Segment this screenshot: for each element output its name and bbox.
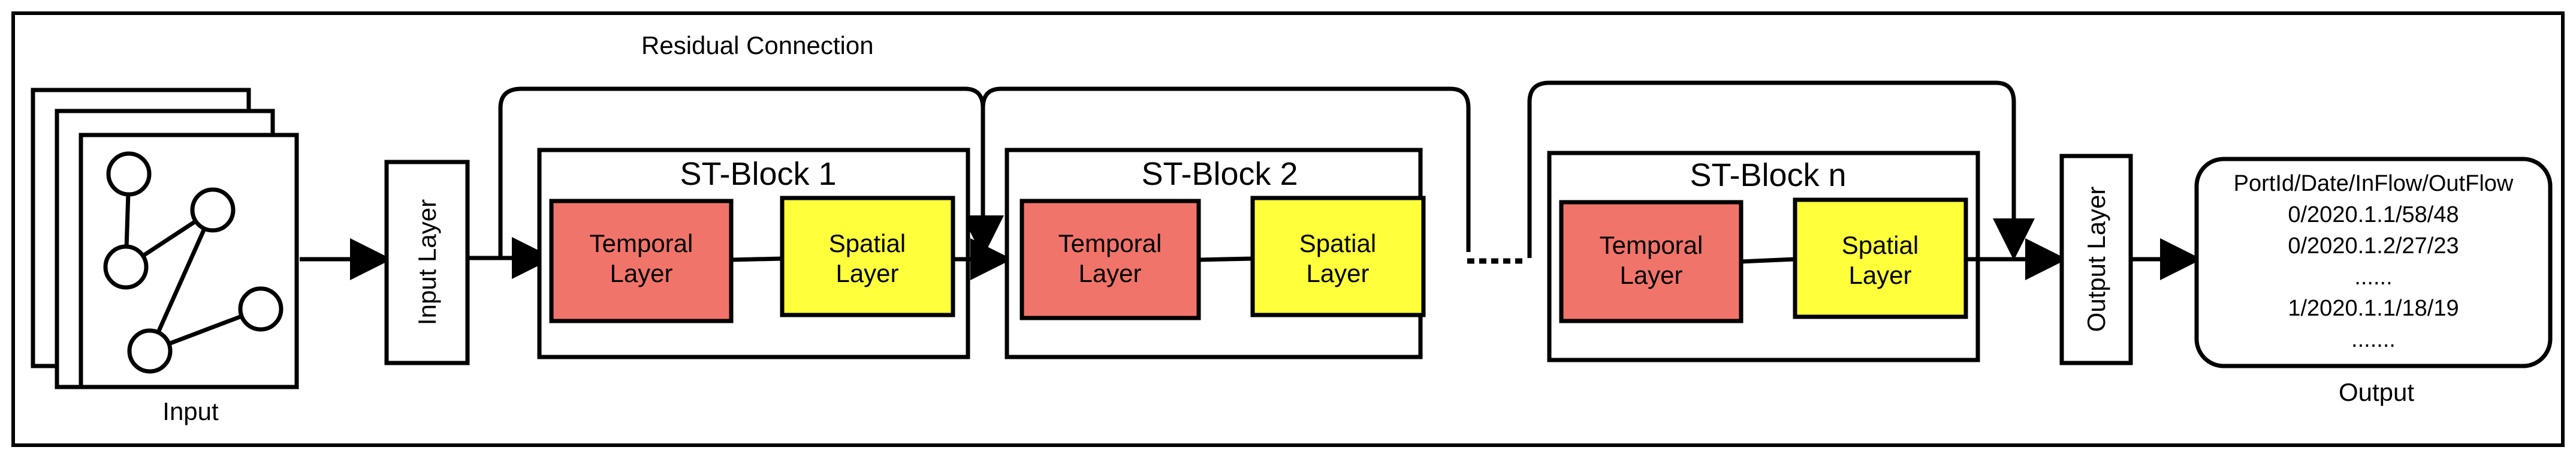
output-row: 1/2020.1.1/18/19 xyxy=(2288,296,2459,321)
svg-text:Spatial: Spatial xyxy=(1842,231,1919,259)
st-block-1: ST-Block 1 Temporal Layer Spatial Layer xyxy=(537,148,970,359)
temporal-layer-n xyxy=(1559,200,1744,323)
svg-text:Layer: Layer xyxy=(1306,259,1369,287)
residual-loop-n xyxy=(1527,80,2035,260)
spatial-layer-2 xyxy=(1250,196,1426,317)
svg-text:Spatial: Spatial xyxy=(829,229,906,257)
svg-text:Temporal: Temporal xyxy=(1600,231,1703,259)
output-label: Output xyxy=(2339,378,2414,406)
input-label: Input xyxy=(162,397,219,425)
graph-icon xyxy=(103,151,283,374)
output-row: ...... xyxy=(2354,265,2392,290)
output-row: 0/2020.1.1/58/48 xyxy=(2288,202,2459,227)
svg-text:Temporal: Temporal xyxy=(1058,229,1162,257)
st-block-2: ST-Block 2 Temporal Layer Spatial Layer xyxy=(1005,148,1426,359)
output-row: 0/2020.1.2/27/23 xyxy=(2288,233,2459,259)
svg-text:Layer: Layer xyxy=(1619,261,1682,289)
svg-text:Spatial: Spatial xyxy=(1299,229,1376,257)
output-header: PortId/Date/InFlow/OutFlow xyxy=(2234,171,2514,196)
svg-text:Layer: Layer xyxy=(610,259,672,287)
st-block-n: ST-Block n Temporal Layer Spatial Layer xyxy=(1547,151,1980,362)
st-block-1-title: ST-Block 1 xyxy=(680,156,836,192)
st-block-n-title: ST-Block n xyxy=(1690,157,1846,193)
output-row: ....... xyxy=(2351,327,2396,352)
input-layer-label: Input Layer xyxy=(413,199,441,325)
svg-text:Layer: Layer xyxy=(1848,261,1911,289)
svg-text:Temporal: Temporal xyxy=(590,229,693,257)
svg-text:Layer: Layer xyxy=(835,259,898,287)
st-block-2-title: ST-Block 2 xyxy=(1141,156,1298,192)
svg-text:Layer: Layer xyxy=(1078,259,1141,287)
spatial-layer-n xyxy=(1793,197,1968,319)
output-layer-label: Output Layer xyxy=(2082,187,2110,332)
residual-connection-label: Residual Connection xyxy=(641,31,874,59)
temporal-layer-2 xyxy=(1019,199,1201,320)
spatial-layer-1 xyxy=(780,196,955,317)
temporal-layer-1 xyxy=(549,199,734,323)
output-data-box xyxy=(2194,157,2553,368)
input-graph-stack xyxy=(31,88,299,389)
input-layer-box xyxy=(384,160,470,365)
residual-loop-2 xyxy=(981,86,1471,252)
